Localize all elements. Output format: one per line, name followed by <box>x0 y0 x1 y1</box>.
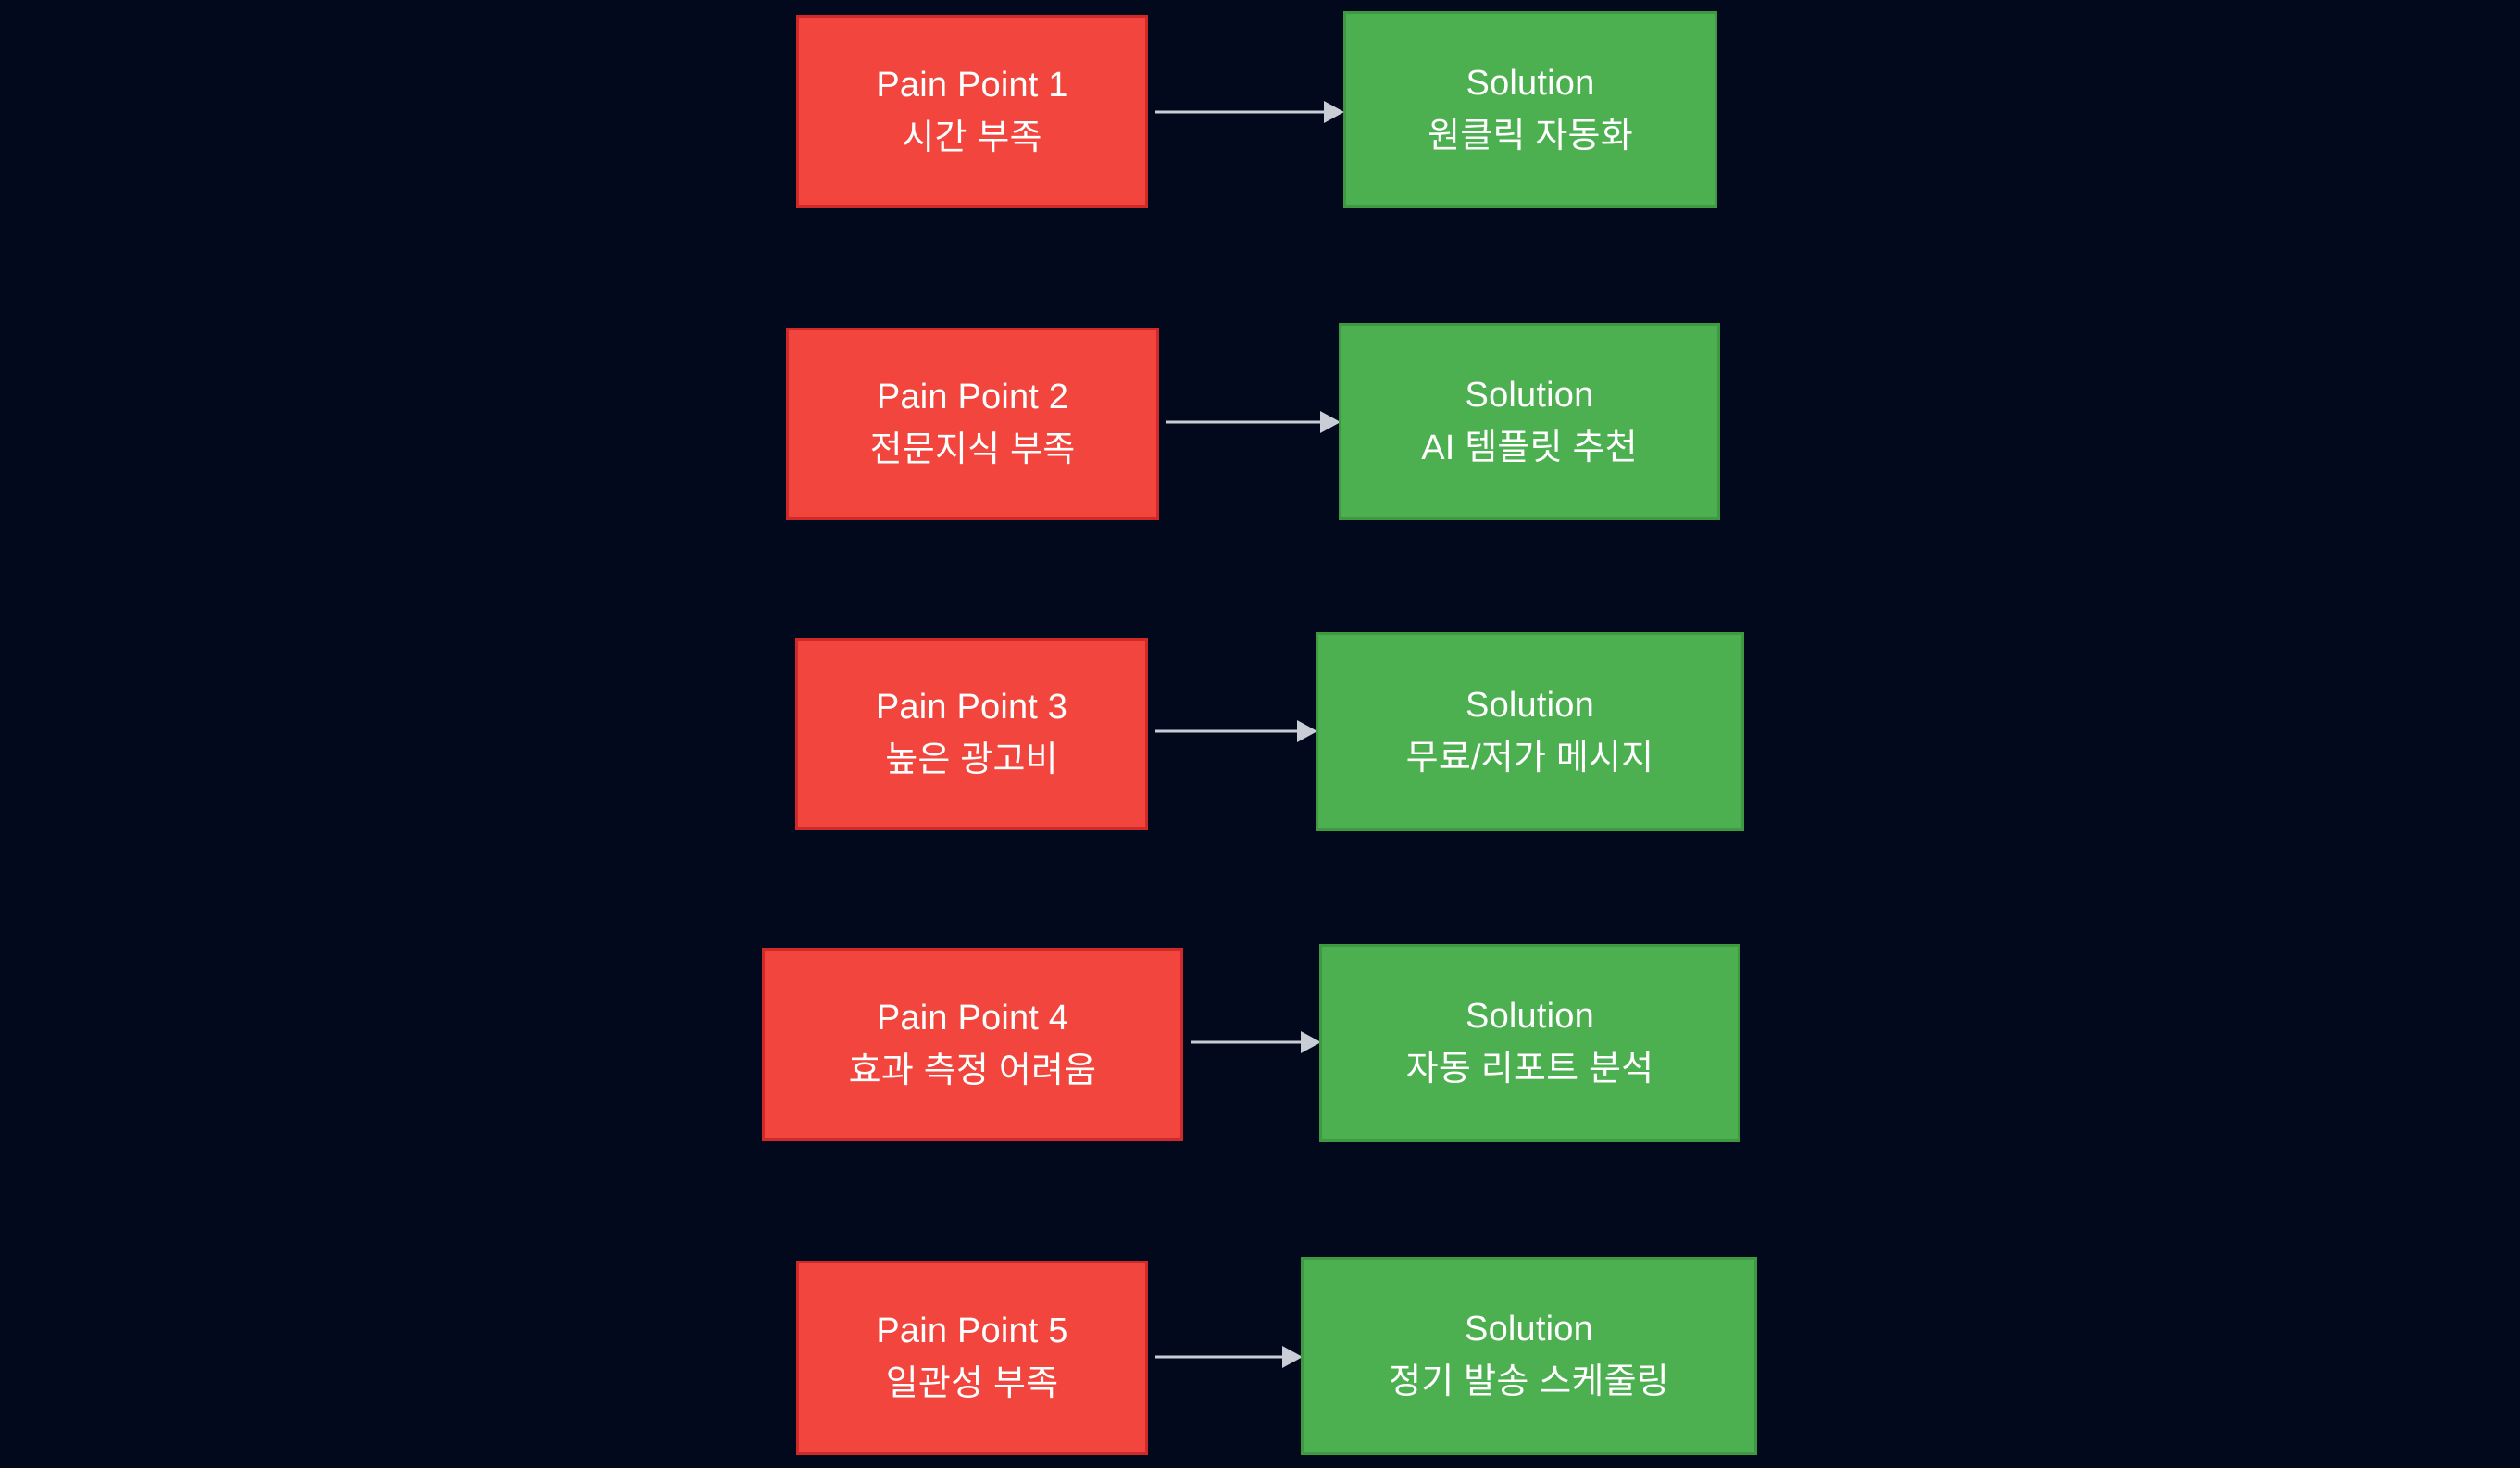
flow-arrow-1 <box>1155 98 1344 126</box>
solution-title-2: Solution <box>1465 375 1594 415</box>
pain-point-title-3: Pain Point 3 <box>875 688 1068 728</box>
pain-point-detail-4: 효과 측정 어려움 <box>848 1051 1097 1090</box>
pain-point-detail-5: 일관성 부족 <box>885 1364 1059 1403</box>
solution-title-4: Solution <box>1466 997 1594 1037</box>
solution-node-5[interactable]: Solution 정기 발송 스케줄링 <box>1301 1257 1757 1455</box>
flow-arrow-3 <box>1155 717 1317 745</box>
pain-point-node-5[interactable]: Pain Point 5 일관성 부족 <box>796 1261 1148 1455</box>
solution-detail-2: AI 템플릿 추천 <box>1421 428 1638 467</box>
flow-arrow-4 <box>1191 1028 1321 1056</box>
pain-point-detail-1: 시간 부족 <box>902 118 1042 157</box>
flow-arrow-2 <box>1166 408 1341 436</box>
solution-title-5: Solution <box>1465 1310 1593 1350</box>
pain-point-node-2[interactable]: Pain Point 2 전문지식 부족 <box>786 328 1159 520</box>
pain-point-title-1: Pain Point 1 <box>876 65 1068 105</box>
pain-point-node-3[interactable]: Pain Point 3 높은 광고비 <box>795 638 1148 830</box>
solution-node-2[interactable]: Solution AI 템플릿 추천 <box>1339 323 1720 520</box>
solution-node-4[interactable]: Solution 자동 리포트 분석 <box>1319 944 1740 1142</box>
solution-detail-1: 원클릭 자동화 <box>1428 116 1633 156</box>
pain-point-detail-3: 높은 광고비 <box>885 740 1058 779</box>
flow-arrow-5 <box>1155 1343 1303 1371</box>
pain-point-title-5: Pain Point 5 <box>876 1312 1068 1351</box>
pain-point-title-2: Pain Point 2 <box>876 378 1069 417</box>
solution-title-3: Solution <box>1466 685 1594 725</box>
pain-point-detail-2: 전문지식 부족 <box>869 430 1076 469</box>
pain-point-node-1[interactable]: Pain Point 1 시간 부족 <box>796 15 1148 208</box>
solution-detail-4: 자동 리포트 분석 <box>1405 1050 1654 1089</box>
pain-point-node-4[interactable]: Pain Point 4 효과 측정 어려움 <box>762 948 1183 1141</box>
solution-node-3[interactable]: Solution 무료/저가 메시지 <box>1316 632 1744 831</box>
solution-detail-5: 정기 발송 스케줄링 <box>1389 1362 1669 1401</box>
pain-point-title-4: Pain Point 4 <box>876 998 1069 1038</box>
solution-title-1: Solution <box>1466 63 1595 103</box>
solution-detail-3: 무료/저가 메시지 <box>1405 738 1654 778</box>
solution-node-1[interactable]: Solution 원클릭 자동화 <box>1343 11 1717 208</box>
